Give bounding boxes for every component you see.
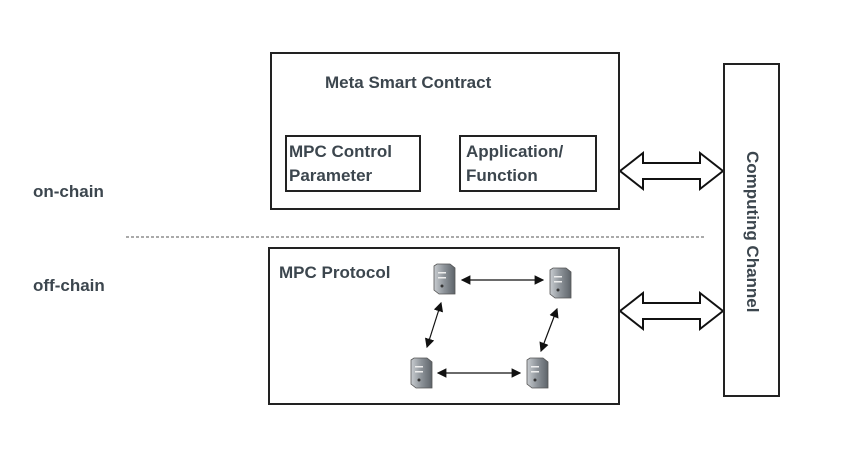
control-line-2: Parameter — [289, 166, 373, 185]
computing-channel-label: Computing Channel — [743, 151, 762, 313]
server-icon — [433, 263, 456, 295]
app-line-1: Application/ — [466, 142, 564, 161]
contract-title: Meta Smart Contract — [325, 73, 492, 92]
node-link-right — [539, 307, 559, 353]
control-line-1: MPC Control — [289, 142, 392, 161]
app-line-2: Function — [466, 166, 538, 185]
computing-channel-box: Computing Channel — [723, 63, 780, 397]
contract-channel-double-arrow — [618, 150, 725, 192]
application-function-box: Application/ Function — [459, 135, 597, 192]
server-icon — [549, 267, 572, 299]
on-chain-label: on-chain — [33, 182, 104, 201]
server-icon — [410, 357, 433, 389]
server-icon — [526, 357, 549, 389]
protocol-channel-double-arrow — [618, 290, 725, 332]
mpc-control-parameter-box: MPC Control Parameter — [285, 135, 421, 192]
meta-smart-contract-box: Meta Smart Contract MPC Control Paramete… — [270, 52, 620, 210]
off-chain-label: off-chain — [33, 276, 105, 295]
protocol-title: MPC Protocol — [279, 263, 391, 282]
node-link-left — [424, 301, 444, 349]
mpc-protocol-box: MPC Protocol — [268, 247, 620, 405]
